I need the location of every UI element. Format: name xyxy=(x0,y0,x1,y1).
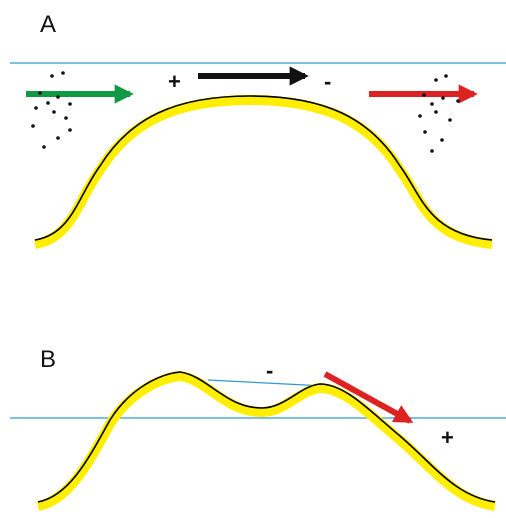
particles-left xyxy=(31,71,72,149)
sign-minus-a: - xyxy=(324,69,331,94)
panel-a: A + - xyxy=(10,11,506,249)
sign-plus-a: + xyxy=(168,69,181,94)
particles-right xyxy=(418,74,460,153)
sediment-mound-a-outline xyxy=(34,95,493,241)
sediment-mound-b xyxy=(36,371,496,511)
downslope-arrow xyxy=(323,371,414,424)
sediment-mound-a xyxy=(33,95,493,249)
sign-minus-b: - xyxy=(266,358,273,383)
sediment-mound-b-outline xyxy=(37,371,496,503)
panel-b: B - + xyxy=(10,346,506,511)
panel-a-label: A xyxy=(40,11,56,38)
panel-b-label: B xyxy=(40,346,56,373)
sign-plus-b: + xyxy=(441,425,454,450)
water-surface-trough-b xyxy=(207,379,326,387)
